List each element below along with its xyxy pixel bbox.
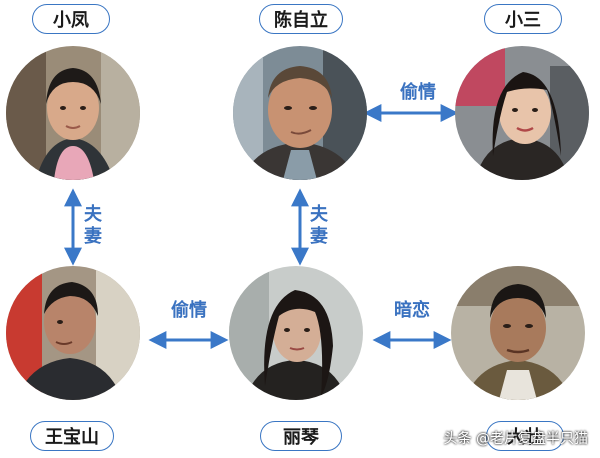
name-pill-liqin: 丽琴 [260,421,342,451]
portrait-wangbaoshan [6,266,140,400]
name-text: 丽琴 [283,427,319,448]
name-pill-bottom-right: 大壮 [486,421,564,451]
name-pill-chenzili: 陈自立 [259,4,343,34]
relation-label-xiaofeng-wangbaoshan: 夫妻 [84,204,102,247]
portrait-chenzili [233,46,367,180]
name-text: 王宝山 [45,427,99,448]
name-text: 大壮 [507,427,543,448]
relation-label-wangbaoshan-liqin: 偷情 [171,300,207,321]
relation-label-bottomright-liqin: 暗恋 [394,300,430,321]
name-text: 小凤 [53,10,89,31]
relation-label-chenzili-liqin: 夫妻 [310,204,328,247]
watermark: 头条 @老片复盘半只猫 [443,431,588,447]
name-text: 陈自立 [274,10,328,31]
name-text: 小三 [505,10,541,31]
name-pill-xiaofeng: 小凤 [32,4,110,34]
portrait-bottom-right [451,266,585,400]
relation-label-chenzili-xiaosan: 偷情 [400,82,436,103]
portrait-xiaofeng [6,46,140,180]
portrait-xiaosan [455,46,589,180]
name-pill-wangbaoshan: 王宝山 [30,421,114,451]
portrait-liqin [229,266,363,400]
name-pill-xiaosan: 小三 [484,4,562,34]
